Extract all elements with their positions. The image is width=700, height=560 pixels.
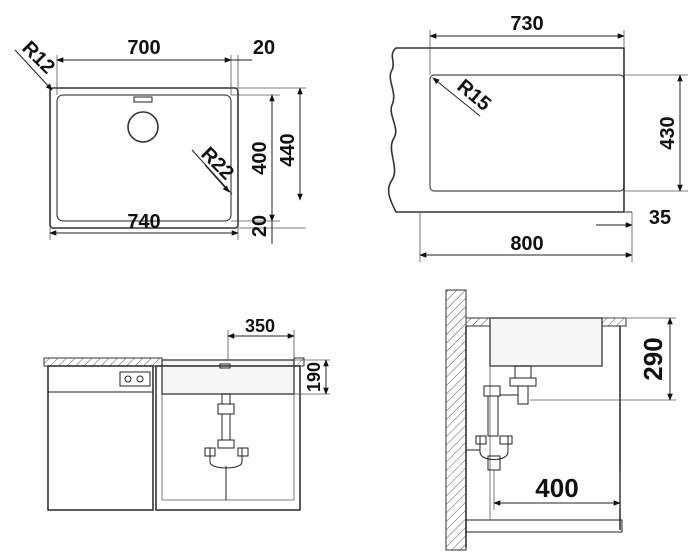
countertop-outline: [387, 47, 625, 213]
side-drain-trap: [466, 365, 537, 471]
dim-depth-outer: 440: [277, 133, 299, 166]
dim-bowl-height: 190: [304, 362, 324, 392]
drain-hole: [127, 111, 159, 143]
countertop-left: [43, 357, 163, 367]
sink-bowl-side: [489, 317, 603, 367]
dim-cabinet-width: 800: [510, 233, 543, 255]
dim-bowl-depth: 290: [638, 337, 668, 380]
dim-width-outer: 740: [127, 211, 160, 233]
dim-radius: R15: [453, 75, 495, 115]
dim-cutout-width: 730: [510, 13, 543, 35]
dim-flange-top: 20: [253, 37, 275, 59]
top-right-view: 730 R15 430 35 800: [387, 13, 688, 262]
dim-radius-outer: R12: [17, 37, 59, 79]
dim-bowl-width: 350: [245, 316, 275, 336]
dim-waste-distance: 400: [535, 473, 578, 503]
dim-cutout-depth: 430: [657, 116, 679, 149]
top-left-view: 700 20 R12 R22 400 440 20 740: [14, 37, 306, 244]
appliance-controls: [119, 371, 151, 387]
drain-trap: [204, 393, 249, 500]
dim-flange-bottom: 20: [249, 215, 271, 237]
wall: [445, 289, 467, 551]
cabinet-right: [155, 365, 301, 511]
sink-bowl: [161, 359, 295, 395]
sink-outer-outline: [49, 87, 239, 229]
dim-offset: 35: [649, 207, 671, 229]
dim-depth-inner: 400: [249, 141, 271, 174]
sink-inner-outline: [56, 94, 232, 222]
cabinet-left: [47, 365, 154, 511]
front-view: 350 190: [43, 316, 330, 511]
dim-radius-inner: R22: [196, 143, 238, 185]
sink-cutout: [429, 74, 625, 192]
dim-width-inner: 700: [127, 37, 160, 59]
countertop-right: [293, 357, 305, 367]
cabinet-plinth: [465, 519, 623, 533]
overflow-slot: [133, 96, 153, 103]
side-view: 290 400: [445, 289, 676, 551]
